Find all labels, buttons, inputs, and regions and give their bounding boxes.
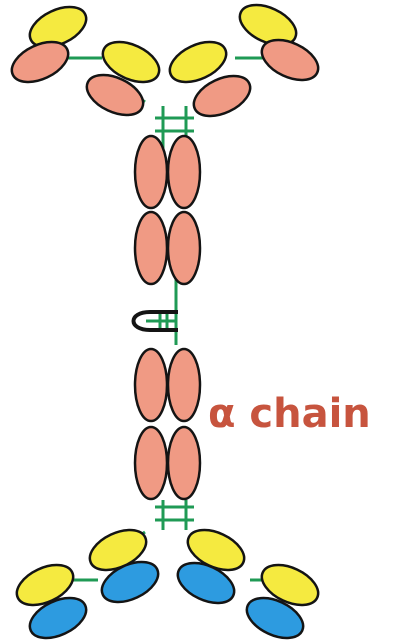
blue-domain	[176, 561, 236, 605]
blue-domain	[245, 596, 305, 640]
light-chain-domain	[238, 3, 298, 47]
light-chain-domain	[28, 5, 88, 49]
disulfide-bonds	[65, 56, 278, 582]
light-chain-domain	[168, 40, 228, 84]
heavy-chain-domain	[166, 210, 202, 286]
light-chain-domain	[15, 563, 75, 607]
heavy-chain-domain	[133, 210, 169, 286]
light-chain-domain	[260, 563, 320, 607]
heavy-chain-domain	[260, 38, 320, 82]
heavy-chain-domain	[166, 134, 202, 210]
heavy-chain-domain	[133, 347, 169, 423]
alpha-chain-label: α chain	[208, 391, 371, 437]
heavy-chain-domain	[133, 134, 169, 210]
light-chain-domain	[101, 40, 161, 84]
blue-domain	[100, 560, 160, 604]
j-chain-loop	[131, 310, 178, 332]
heavy-chain-domain	[166, 347, 202, 423]
heavy-chain-domain	[85, 73, 145, 117]
heavy-chain-domain	[166, 425, 202, 501]
heavy-chain-domain	[133, 425, 169, 501]
heavy-chain-domain	[192, 74, 252, 118]
domains	[10, 3, 320, 640]
blue-domain	[28, 596, 88, 640]
heavy-chain-domain	[10, 40, 70, 84]
